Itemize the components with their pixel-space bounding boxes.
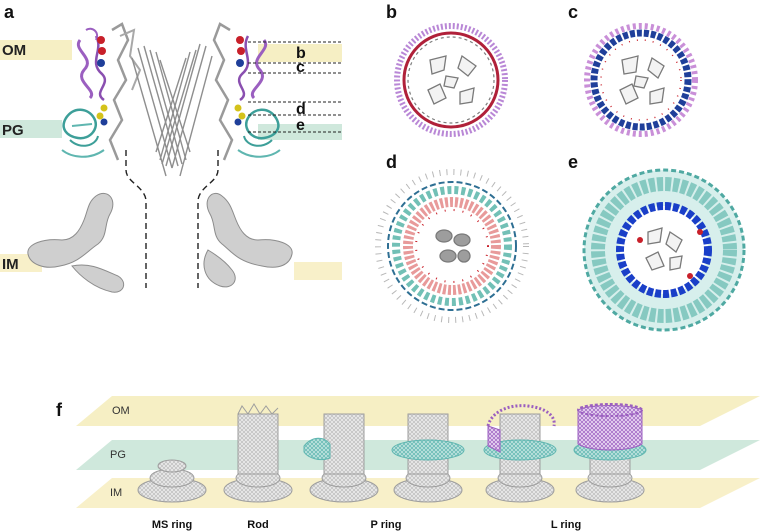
right-rod-helices — [155, 43, 213, 177]
pg-band-left — [0, 120, 62, 138]
stage-label-p-ring: P ring — [371, 519, 402, 531]
om-label: OM — [2, 42, 26, 59]
stage-l-ring-full — [573, 403, 647, 503]
im-label: IM — [2, 256, 19, 273]
b-lpp-ring — [402, 31, 500, 129]
marker-e: e — [296, 117, 305, 134]
right-ms-density-tail — [203, 249, 236, 288]
om-band-left — [0, 40, 72, 60]
left-ring-section — [61, 22, 142, 161]
d-outer-whiskers — [375, 169, 529, 323]
stage-ms-ring — [137, 459, 207, 503]
e-blue-ring — [616, 202, 712, 298]
e-teal-body — [591, 177, 737, 323]
om-band-right — [258, 44, 342, 62]
pg-label: PG — [2, 122, 24, 139]
marker-c: c — [296, 59, 305, 76]
panel-d: d — [375, 152, 529, 323]
f-im-label: IM — [110, 487, 122, 499]
marker-b: b — [296, 45, 306, 62]
panel-c: c — [568, 2, 698, 137]
left-ms-density-tail — [71, 264, 125, 293]
d-teal-ring — [392, 186, 512, 306]
d-red-dots — [415, 209, 489, 283]
c-red-ring — [600, 39, 682, 121]
panel-b-label: b — [386, 2, 397, 22]
stage-l-ring-partial — [483, 404, 557, 503]
right-ms-density — [206, 192, 293, 268]
panel-f-label: f — [56, 400, 63, 420]
c-outer-ring — [584, 23, 698, 137]
stage-label-ms-ring: MS ring — [152, 519, 192, 531]
marker-d: d — [296, 101, 306, 118]
panel-f: f OM PG IM — [56, 396, 760, 531]
panel-e: e — [568, 152, 746, 332]
b-outer-ring — [394, 23, 508, 137]
stage-p-ring-partial — [303, 413, 379, 503]
im-band-right — [294, 262, 342, 280]
panel-e-label: e — [568, 152, 578, 172]
left-ms-density — [27, 192, 114, 268]
slice-marker-lines — [248, 41, 342, 133]
ms-ring-outline-right — [197, 150, 219, 288]
b-rod-core — [427, 54, 477, 105]
panel-b: b — [386, 2, 508, 137]
d-blue-mesh — [387, 181, 517, 311]
stage-rod — [223, 403, 293, 503]
right-ring-section — [212, 22, 281, 161]
c-lipid-ring — [590, 29, 692, 131]
f-pg-label: PG — [110, 449, 126, 461]
c-rod-core — [619, 55, 665, 105]
panel-a-label: a — [4, 2, 15, 22]
d-pink-ring — [403, 197, 501, 295]
b-inner-ring — [407, 36, 495, 124]
e-rod-core — [645, 227, 683, 271]
stage-p-ring-full — [391, 413, 465, 503]
f-om-label: OM — [112, 405, 130, 417]
e-teal-outer — [582, 168, 746, 332]
stage-label-rod: Rod — [247, 519, 268, 531]
panel-d-label: d — [386, 152, 397, 172]
stage-label-l-ring: L ring — [551, 519, 581, 531]
panel-a: a OM PG IM — [0, 2, 342, 293]
panel-c-label: c — [568, 2, 578, 22]
ms-ring-outline — [125, 150, 147, 288]
d-rod-core — [435, 229, 471, 263]
